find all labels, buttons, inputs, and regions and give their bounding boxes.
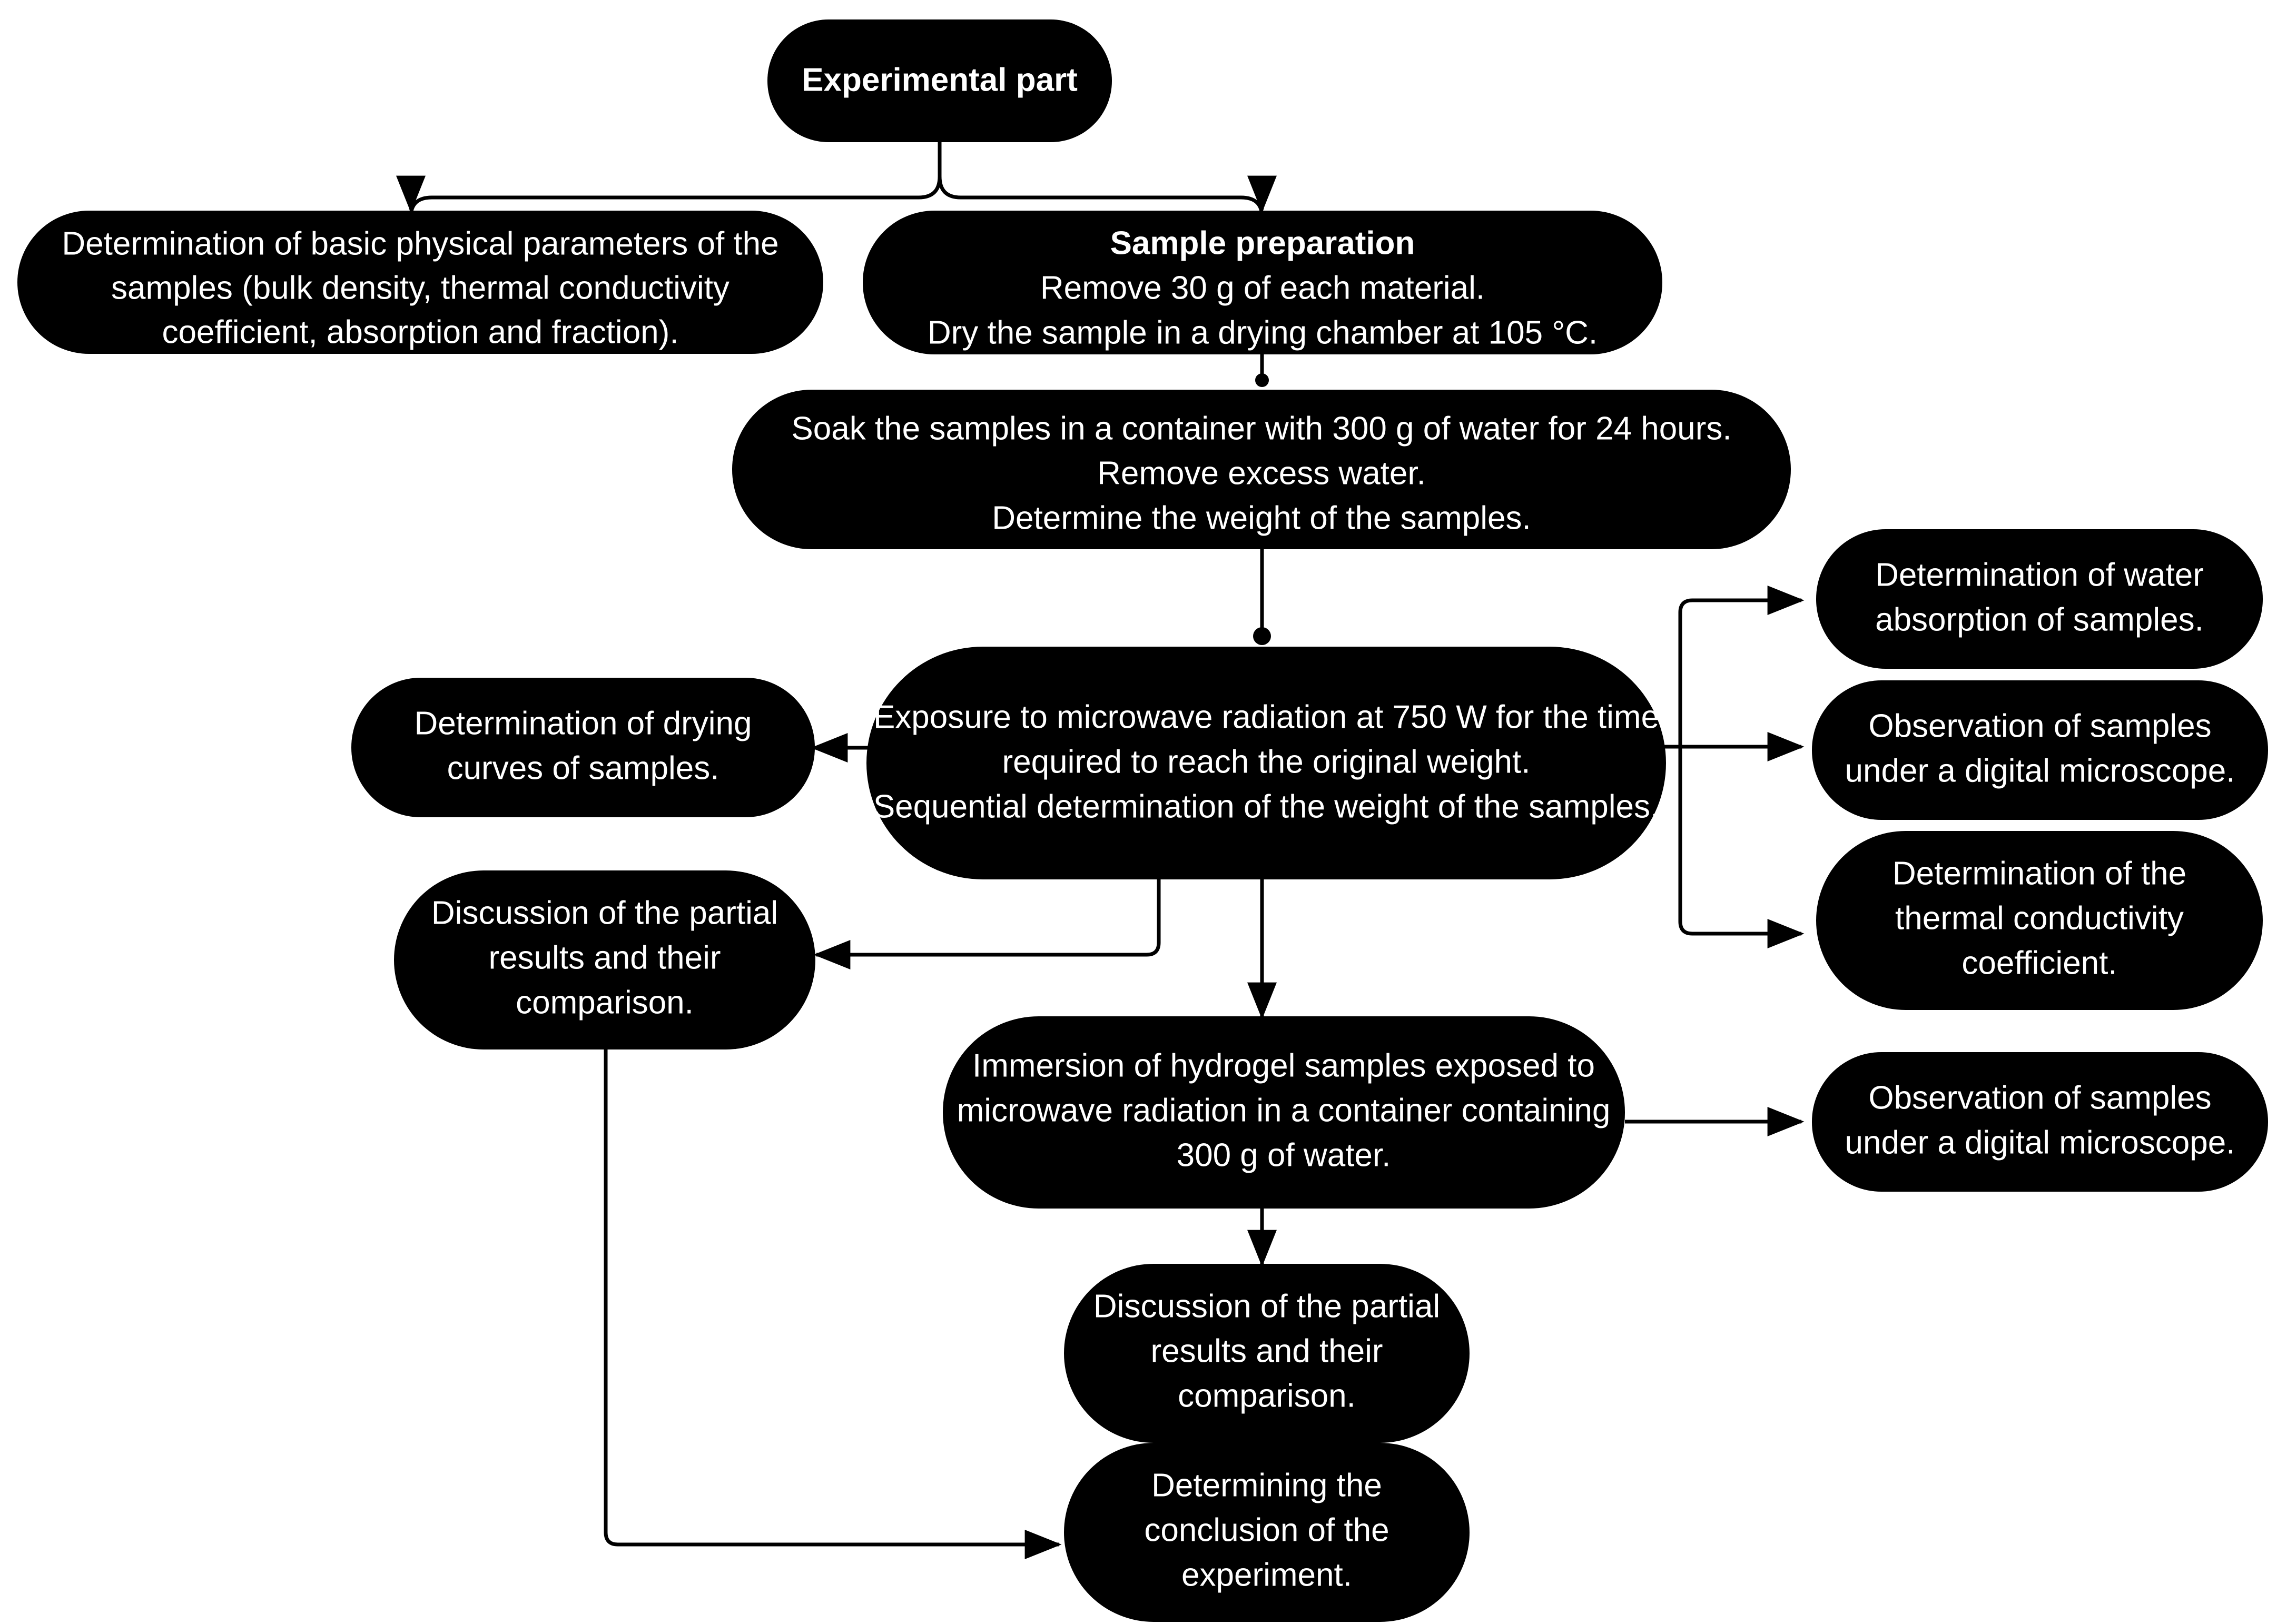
sample-prep-line-2: Remove 30 g of each material. bbox=[1040, 270, 1485, 306]
soak-line-2: Remove excess water. bbox=[1097, 455, 1426, 491]
discussion-center-line-3: comparison. bbox=[1178, 1378, 1356, 1414]
connector-layer bbox=[396, 142, 1805, 1559]
edge-microwave-right-bracket bbox=[1664, 586, 1805, 948]
discussion-left-line-2: results and their bbox=[488, 939, 721, 976]
basic-params-line-2: samples (bulk density, thermal conductiv… bbox=[111, 270, 730, 306]
microscope-bottom-line-1: Observation of samples bbox=[1868, 1080, 2211, 1116]
node-water-absorption[interactable]: Determination of water absorption of sam… bbox=[1816, 529, 2263, 669]
immersion-line-2: microwave radiation in a container conta… bbox=[957, 1092, 1611, 1128]
thermal-conductivity-line-2: thermal conductivity bbox=[1895, 900, 2184, 936]
node-microscope-observation-top[interactable]: Observation of samples under a digital m… bbox=[1812, 680, 2268, 820]
drying-curves-line-1: Determination of drying bbox=[415, 705, 752, 741]
soak-line-3: Determine the weight of the samples. bbox=[992, 500, 1531, 536]
immersion-line-1: Immersion of hydrogel samples exposed to bbox=[972, 1047, 1595, 1084]
microscope-bottom-line-2: under a digital microscope. bbox=[1845, 1124, 2235, 1161]
thermal-conductivity-line-1: Determination of the bbox=[1892, 855, 2186, 892]
node-microwave-exposure[interactable]: Exposure to microwave radiation at 750 W… bbox=[866, 647, 1666, 879]
sample-prep-line-1: Sample preparation bbox=[1110, 225, 1415, 261]
conclusion-line-3: experiment. bbox=[1181, 1557, 1352, 1593]
immersion-line-3: 300 g of water. bbox=[1177, 1137, 1391, 1173]
node-thermal-conductivity[interactable]: Determination of the thermal conductivit… bbox=[1816, 831, 2263, 1010]
drying-curves-line-2: curves of samples. bbox=[447, 750, 719, 786]
conclusion-line-2: conclusion of the bbox=[1144, 1512, 1389, 1548]
microscope-top-line-2: under a digital microscope. bbox=[1845, 752, 2235, 789]
water-absorption-line-2: absorption of samples. bbox=[1875, 601, 2204, 638]
discussion-left-line-1: Discussion of the partial bbox=[431, 895, 778, 931]
edge-discussion-left-to-conclusion bbox=[604, 1016, 1062, 1559]
sample-prep-line-3: Dry the sample in a drying chamber at 10… bbox=[928, 314, 1598, 351]
arrow-to-water-absorption bbox=[1678, 586, 1805, 615]
basic-params-line-1: Determination of basic physical paramete… bbox=[62, 225, 778, 262]
node-immersion-hydrogel[interactable]: Immersion of hydrogel samples exposed to… bbox=[943, 1016, 1625, 1209]
edge-root-to-children bbox=[396, 142, 1277, 217]
node-soak-samples[interactable]: Soak the samples in a container with 300… bbox=[732, 390, 1791, 549]
node-discussion-center[interactable]: Discussion of the partial results and th… bbox=[1064, 1264, 1470, 1443]
node-drying-curves[interactable]: Determination of drying curves of sample… bbox=[351, 678, 815, 817]
node-discussion-left[interactable]: Discussion of the partial results and th… bbox=[394, 870, 815, 1049]
node-experimental-part[interactable]: Experimental part bbox=[767, 19, 1112, 142]
edge-sample-prep-to-soak bbox=[1255, 354, 1269, 387]
node-sample-preparation[interactable]: Sample preparation Remove 30 g of each m… bbox=[863, 211, 1662, 354]
discussion-left-line-3: comparison. bbox=[516, 984, 694, 1021]
edge-microwave-to-discussion-left bbox=[813, 879, 1161, 969]
node-basic-physical-parameters[interactable]: Determination of basic physical paramete… bbox=[17, 211, 823, 354]
basic-params-line-3: coefficient, absorption and fraction). bbox=[162, 314, 678, 350]
microscope-top-line-1: Observation of samples bbox=[1868, 708, 2211, 744]
soak-line-1: Soak the samples in a container with 300… bbox=[791, 410, 1731, 447]
node-microscope-observation-bottom[interactable]: Observation of samples under a digital m… bbox=[1812, 1052, 2268, 1192]
microwave-line-2: required to reach the original weight. bbox=[1002, 744, 1531, 780]
microwave-line-3: Sequential determination of the weight o… bbox=[873, 788, 1659, 825]
node-conclusion[interactable]: Determining the conclusion of the experi… bbox=[1064, 1443, 1470, 1622]
conclusion-line-1: Determining the bbox=[1151, 1467, 1382, 1503]
edge-soak-to-microwave bbox=[1253, 549, 1271, 645]
discussion-center-line-2: results and their bbox=[1150, 1333, 1383, 1369]
arrow-to-thermal-conductivity bbox=[1678, 919, 1805, 948]
thermal-conductivity-line-3: coefficient. bbox=[1961, 945, 2117, 981]
water-absorption-line-1: Determination of water bbox=[1875, 557, 2204, 593]
microwave-line-1: Exposure to microwave radiation at 750 W… bbox=[873, 699, 1659, 735]
discussion-center-line-1: Discussion of the partial bbox=[1093, 1288, 1440, 1324]
node-experimental-part-label: Experimental part bbox=[802, 62, 1078, 98]
